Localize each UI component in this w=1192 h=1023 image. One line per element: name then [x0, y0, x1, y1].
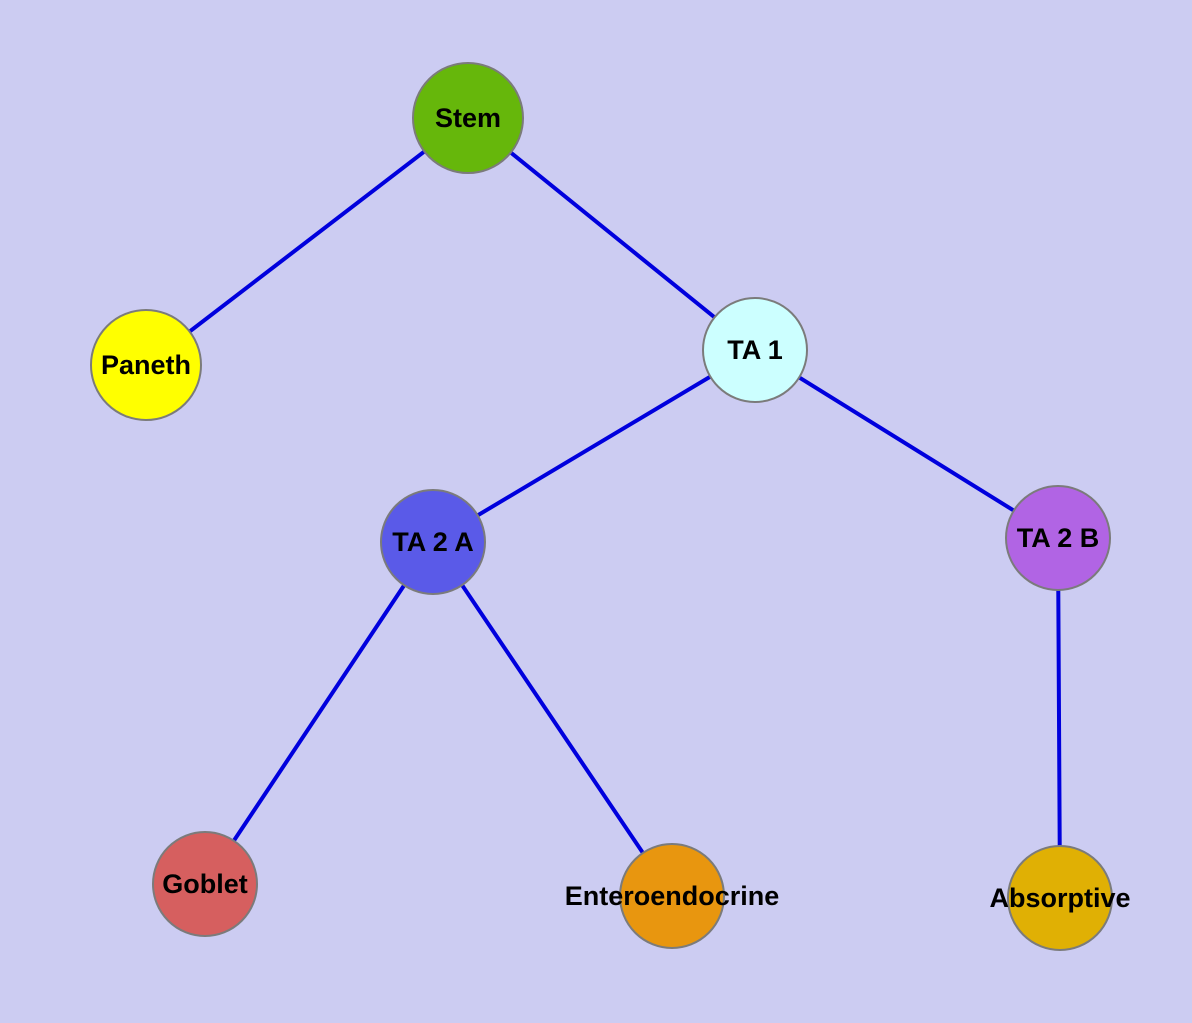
edge-ta2a-goblet: [203, 540, 435, 886]
node-ta1[interactable]: [702, 297, 808, 403]
node-ta2a[interactable]: [380, 489, 486, 595]
edge-ta2a-enteroendocrine: [431, 540, 674, 898]
node-paneth[interactable]: [90, 309, 202, 421]
edge-ta1-ta2a: [431, 348, 757, 544]
node-enteroendocrine[interactable]: [619, 843, 725, 949]
edge-ta1-ta2b: [753, 348, 1060, 540]
node-goblet[interactable]: [152, 831, 258, 937]
node-ta2b[interactable]: [1005, 485, 1111, 591]
node-absorptive[interactable]: [1007, 845, 1113, 951]
edge-stem-ta1: [466, 116, 757, 352]
node-stem[interactable]: [412, 62, 524, 174]
edge-stem-paneth: [144, 116, 470, 367]
edge-ta2b-absorptive: [1056, 536, 1062, 900]
